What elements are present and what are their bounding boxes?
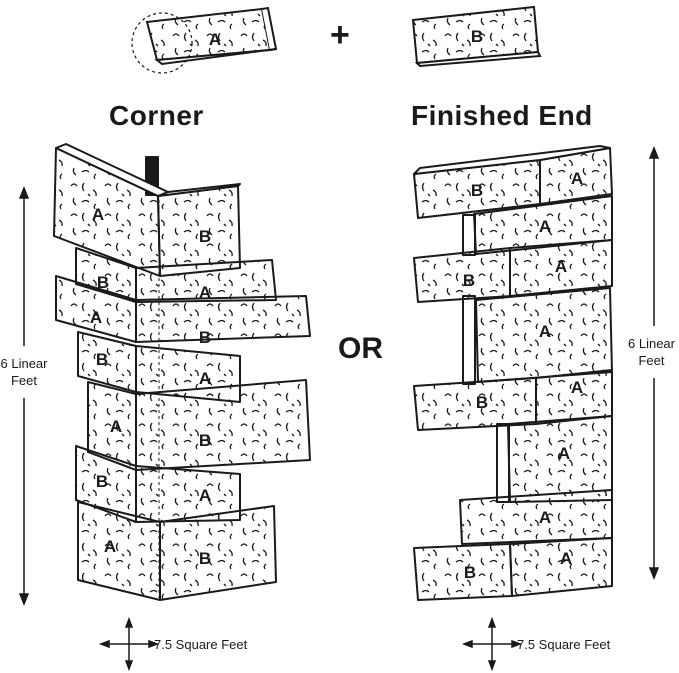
corner-area-crosshair	[98, 616, 160, 672]
stone-label: B	[463, 271, 475, 290]
stone-label: A	[90, 308, 102, 327]
stone-label: A	[571, 378, 583, 397]
stone-label: A	[558, 444, 570, 463]
finished-end-height-label: 6 Linear Feet	[624, 335, 679, 369]
height-label-line-1: 6 Linear	[0, 356, 48, 371]
finished-end-height-arrow	[648, 145, 660, 581]
stone-label: A	[199, 486, 211, 505]
stone-label: B	[471, 27, 483, 46]
stone-label: A	[104, 537, 116, 556]
plus-sign: +	[330, 16, 350, 54]
corner-detail-circle	[131, 12, 193, 74]
finished-end-stack	[413, 145, 613, 601]
stone-label: A	[199, 369, 211, 388]
stone-label: B	[199, 227, 211, 246]
corner-height-arrow	[18, 185, 30, 607]
height-label-line-2: Feet	[638, 353, 665, 368]
stone-label: B	[96, 472, 108, 491]
corner-title: Corner	[109, 100, 204, 131]
stone-label: A	[110, 417, 122, 436]
stone-label: A	[571, 169, 583, 188]
stone-label: B	[96, 350, 108, 369]
stone-label: B	[464, 563, 476, 582]
corner-stack	[53, 143, 311, 601]
stone-label: A	[209, 30, 221, 49]
stone-label: A	[539, 322, 551, 341]
height-label-line-1: 6 Linear	[628, 336, 675, 351]
stone-label: B	[97, 273, 109, 292]
stone-label: A	[539, 217, 551, 236]
or-separator: OR	[338, 332, 383, 365]
height-label-line-2: Feet	[10, 373, 37, 388]
corner-area-label: 7.5 Square Feet	[154, 637, 248, 652]
stone-label: A	[92, 205, 104, 224]
stone-label: A	[560, 549, 572, 568]
stone-label: B	[476, 393, 488, 412]
finished-end-title: Finished End	[411, 100, 593, 131]
stone-label: A	[539, 508, 551, 527]
stone-label: B	[199, 431, 211, 450]
stone-label: A	[199, 283, 211, 302]
stone-label: A	[555, 257, 567, 276]
stone-label: B	[471, 181, 483, 200]
stone-label: B	[199, 549, 211, 568]
corner-height-label: 6 Linear Feet	[0, 355, 48, 389]
finished-end-area-label: 7.5 Square Feet	[517, 637, 611, 652]
top-piece-b	[411, 5, 542, 68]
stone-label: B	[199, 328, 211, 347]
finished-end-area-crosshair	[461, 616, 523, 672]
